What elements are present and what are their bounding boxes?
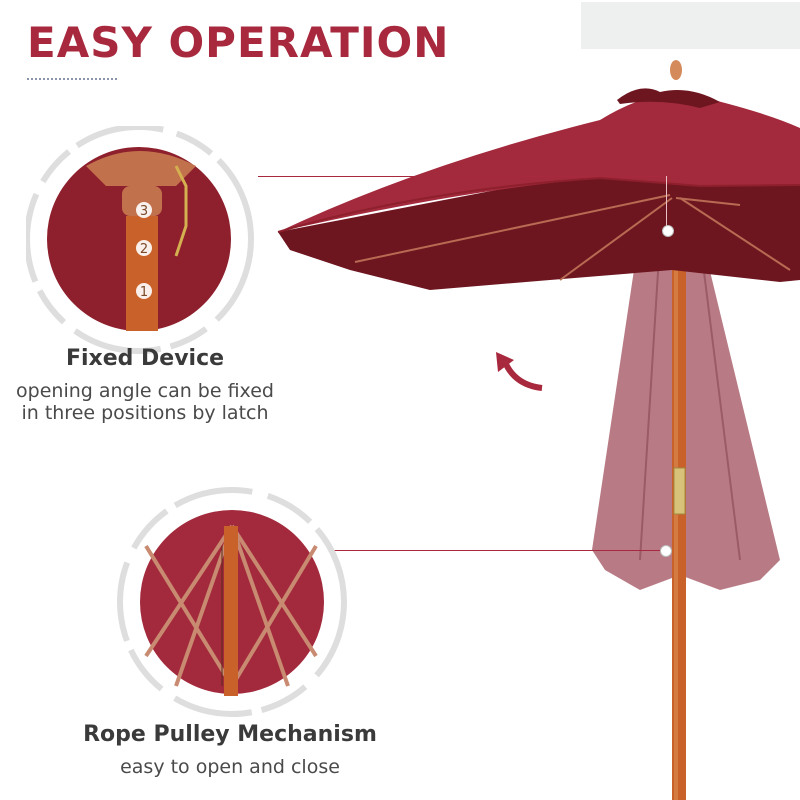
canopy-underside (278, 170, 800, 290)
fixed-device-title: Fixed Device (65, 346, 225, 371)
callout-dot-rope-pulley (660, 545, 672, 557)
rope-pulley-title: Rope Pulley Mechanism (83, 722, 377, 747)
canopy-top (278, 92, 800, 232)
rope-pulley-detail-image (117, 487, 347, 717)
open-arrow-icon (502, 360, 543, 391)
marker-3: 3 (140, 204, 148, 219)
page-title: EASY OPERATION (27, 18, 450, 67)
position-markers: 3 2 1 (136, 202, 152, 300)
fixed-device-desc-line-2: in three positions by latch (21, 402, 269, 424)
top-placeholder-box (581, 2, 800, 49)
marker-1: 1 (140, 285, 148, 300)
rope-pulley-description: easy to open and close (120, 756, 340, 778)
marker-2: 2 (140, 242, 148, 257)
callout-dot-fixed-device (662, 225, 674, 237)
fixed-device-description: opening angle can be fixed in three posi… (0, 380, 290, 424)
callout-line-fixed-device (258, 176, 668, 177)
finial (670, 60, 682, 80)
callout-line-vertical (666, 176, 667, 228)
title-divider (27, 78, 117, 80)
callout-line-rope-pulley (332, 550, 662, 551)
fixed-device-detail-image: 3 2 1 (26, 126, 254, 354)
fixed-device-desc-line-1: opening angle can be fixed (16, 380, 274, 402)
canopy-ribs (354, 194, 791, 281)
pole-hinge (673, 467, 686, 515)
